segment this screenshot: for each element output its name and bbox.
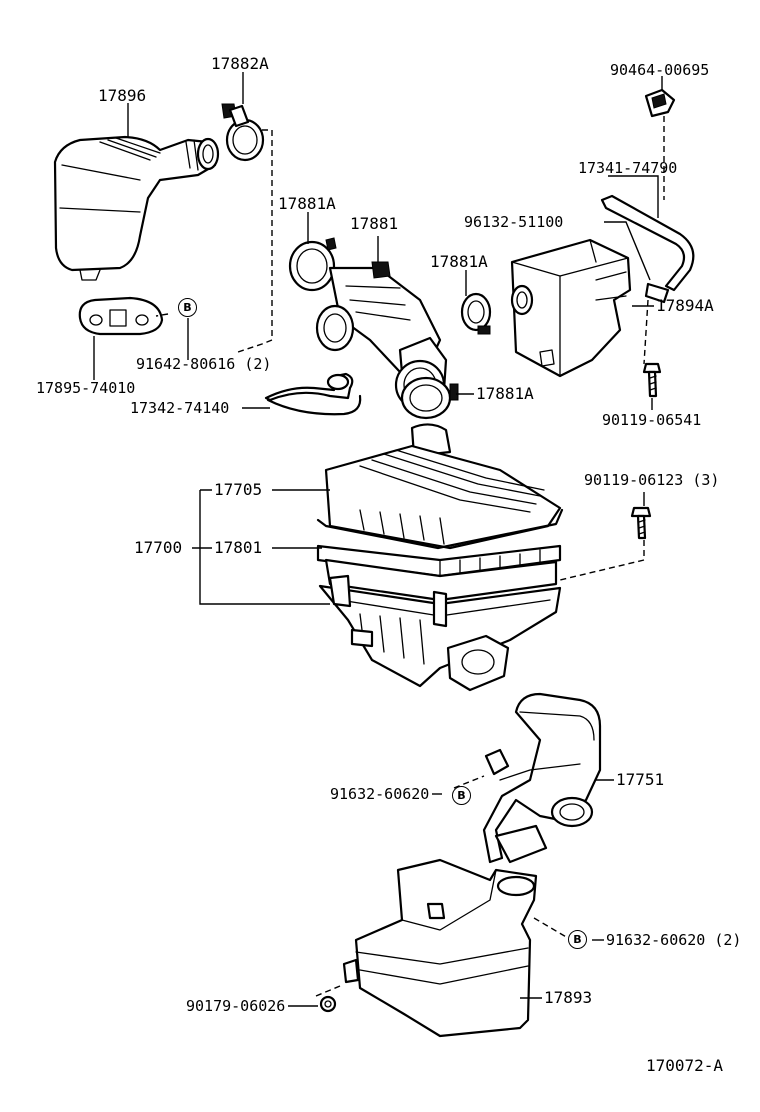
label-90179-06026: 90179-06026 (186, 997, 286, 1015)
label-17881: 17881 (350, 214, 399, 233)
label-17801: 17801 (214, 538, 263, 557)
nut-90179 (319, 995, 337, 1013)
hose-17342 (264, 372, 362, 416)
label-90119-06123: 90119-06123 (3) (584, 471, 720, 489)
badge-b-91642: B (178, 298, 197, 317)
label-17341-74790: 17341-74790 (578, 159, 678, 177)
leader-lines (93, 72, 663, 1007)
diagram-id: 170072-A (646, 1056, 724, 1075)
bolt-90119-06123 (630, 506, 652, 540)
hose-17341 (600, 194, 695, 304)
label-90119-06541: 90119-06541 (602, 411, 702, 429)
label-17881A-mid: 17881A (430, 252, 488, 271)
label-17751: 17751 (616, 770, 665, 789)
label-17342-74140: 17342-74140 (130, 399, 230, 417)
clamp-17881A-lower (400, 376, 459, 420)
filter-17801 (316, 544, 562, 602)
label-17881A-lower: 17881A (476, 384, 534, 403)
case-lower-17700 (318, 574, 562, 692)
label-96132-51100: 96132-51100 (464, 213, 564, 231)
case-17894A (510, 238, 632, 378)
label-17896: 17896 (98, 86, 147, 105)
bracket-17895 (78, 296, 164, 336)
badge-b-91632-b: B (568, 930, 587, 949)
label-17895-74010: 17895-74010 (36, 379, 136, 397)
label-17894A: 17894A (656, 296, 714, 315)
bolt-90119-06541 (642, 362, 662, 398)
badge-b-91632-a: B (452, 786, 471, 805)
label-17893: 17893 (544, 988, 593, 1007)
clamp-17881A-mid (460, 292, 492, 335)
label-90464-00695: 90464-00695 (610, 61, 710, 79)
label-17700: 17700 (134, 538, 183, 557)
clamp-17881A-upper (288, 237, 337, 292)
clip-90464 (644, 88, 676, 118)
resonator-17896 (53, 135, 220, 281)
resonator-17893 (342, 858, 538, 1038)
label-91632-60620-a: 91632-60620 (330, 785, 430, 803)
cap-17705 (316, 423, 564, 550)
duct-17751 (482, 692, 602, 864)
label-17882A: 17882A (211, 54, 269, 73)
label-91632-60620-b: 91632-60620 (2) (606, 931, 742, 949)
label-17881A-upper: 17881A (278, 194, 336, 213)
label-91642-80616: 91642-80616 (2) (136, 355, 272, 373)
clamp-17882A (221, 103, 265, 162)
label-17705: 17705 (214, 480, 263, 499)
duct-17881 (315, 261, 448, 411)
